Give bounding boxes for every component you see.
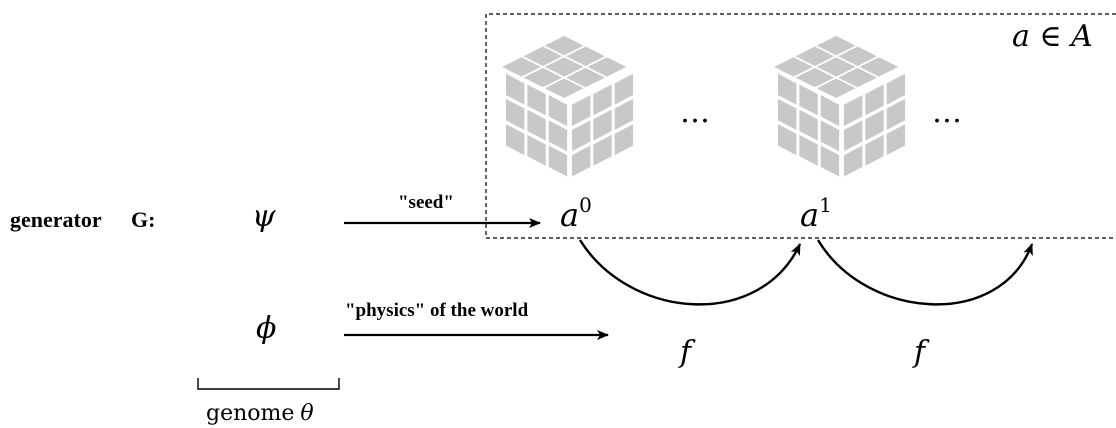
- cube-icon-state-0: [502, 35, 634, 177]
- state-1-label: a1: [800, 193, 832, 234]
- generator-symbol: G:: [131, 207, 155, 232]
- state-1-superscript: 1: [819, 193, 832, 217]
- state-0-label: a0: [560, 193, 592, 234]
- physics-label: "physics" of the world: [345, 300, 529, 321]
- phi-symbol: ϕ: [256, 311, 276, 346]
- ellipsis-2: …: [932, 95, 962, 130]
- state-0-var: a: [560, 196, 579, 234]
- seed-label: "seed": [398, 192, 454, 213]
- transition-arc-1: [578, 239, 802, 306]
- transition-arc-2: [816, 239, 1034, 306]
- set-label: a ∈ A: [1012, 19, 1093, 54]
- genome-word: genome: [206, 401, 294, 426]
- generator-label: generator: [10, 207, 102, 232]
- transition-label-2: f: [912, 335, 930, 370]
- cube-icon-state-1: [774, 35, 906, 177]
- transition-label-1: f: [678, 335, 696, 370]
- state-1-var: a: [800, 196, 819, 234]
- psi-symbol: ψ: [252, 199, 276, 234]
- state-0-superscript: 0: [579, 193, 592, 217]
- ellipsis-1: …: [680, 95, 710, 130]
- state-space-box: [485, 13, 1116, 239]
- theta-symbol: θ: [300, 401, 313, 426]
- genome-bracket: [197, 378, 340, 390]
